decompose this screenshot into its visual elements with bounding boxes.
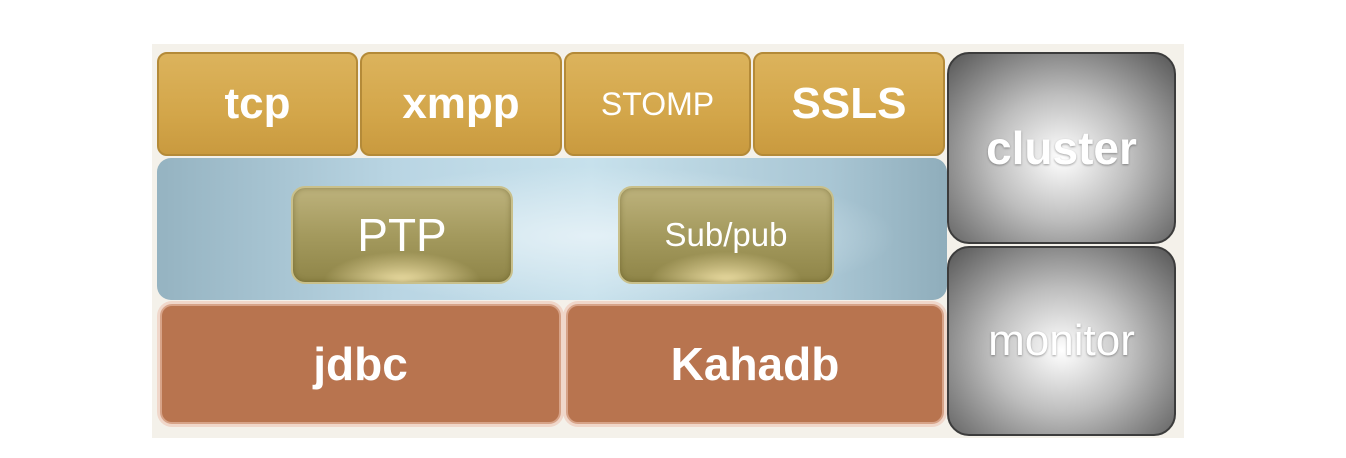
protocol-stomp: STOMP xyxy=(564,52,751,156)
protocol-xmpp: xmpp xyxy=(360,52,562,156)
store-kahadb: Kahadb xyxy=(566,304,944,424)
protocol-tcp: tcp xyxy=(157,52,358,156)
protocol-ssls: SSLS xyxy=(753,52,945,156)
mode-ptp: PTP xyxy=(291,186,513,284)
service-cluster: cluster xyxy=(947,52,1176,244)
mode-subpub: Sub/pub xyxy=(618,186,834,284)
store-jdbc: jdbc xyxy=(160,304,561,424)
service-monitor: monitor xyxy=(947,246,1176,436)
